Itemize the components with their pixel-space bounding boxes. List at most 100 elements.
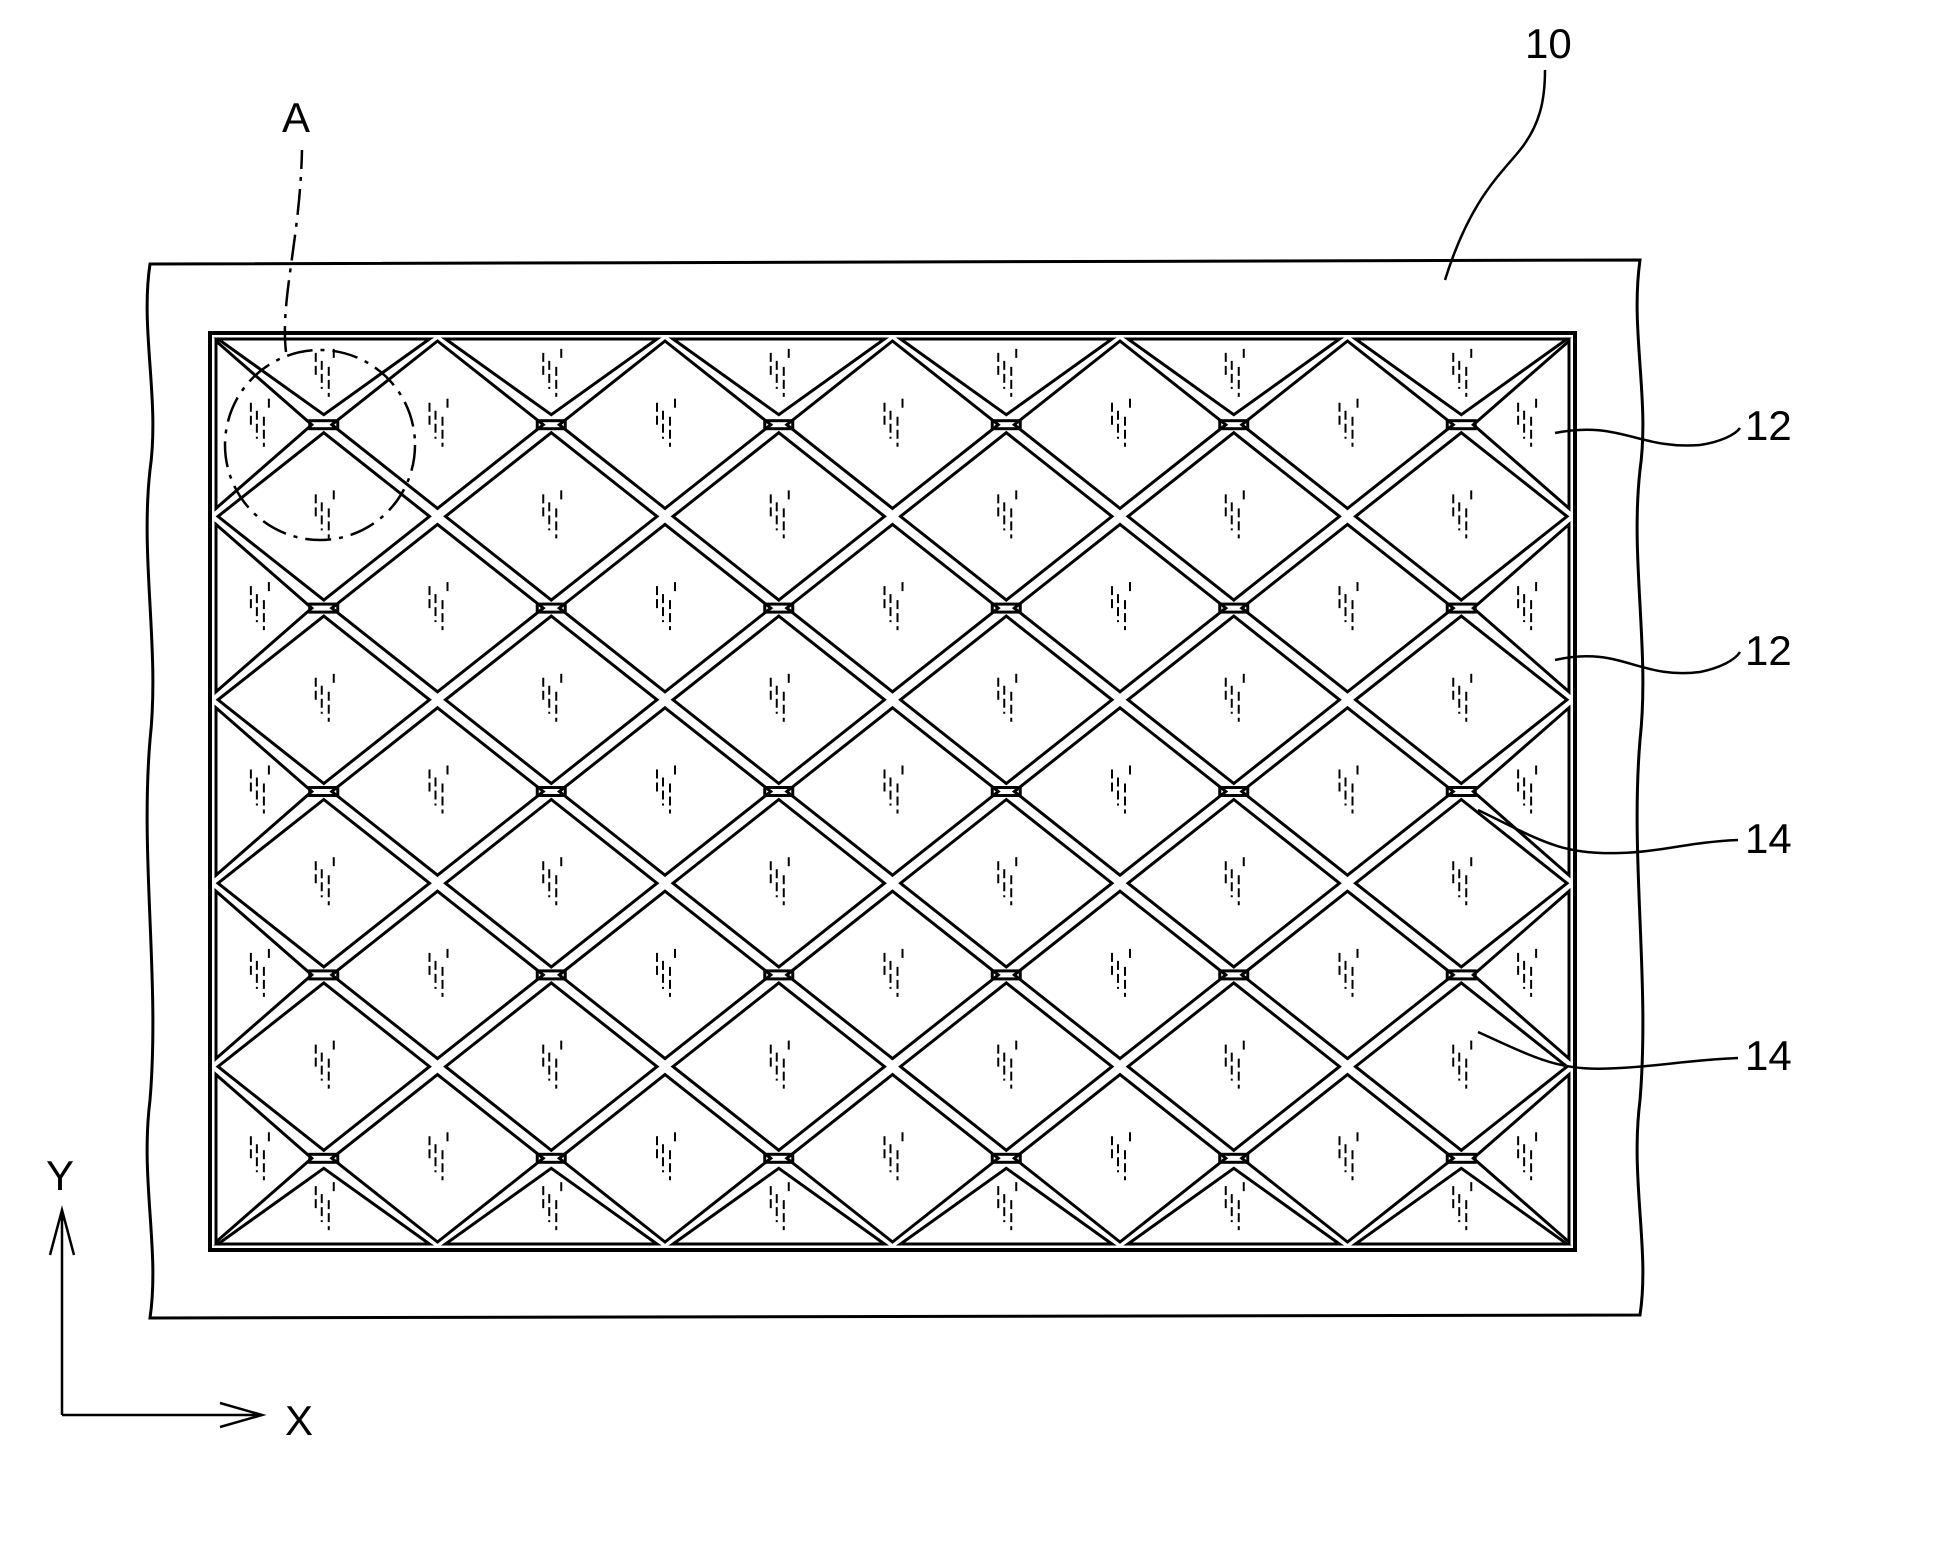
diamond-electrode-offset-hatch (885, 1132, 903, 1180)
diamond-electrode (218, 433, 430, 600)
edge-triangle-top (901, 339, 1113, 415)
diamond-electrode (1128, 983, 1340, 1150)
diamond-electrode-offset-hatch (430, 949, 448, 997)
diamond-electrode-hatch (771, 674, 789, 722)
diamond-electrode-offset (787, 708, 999, 875)
diamond-electrode-offset-hatch (1340, 399, 1358, 447)
edge-triangle-right-hatch (1518, 1132, 1536, 1180)
diamond-electrode-hatch (1453, 857, 1471, 905)
edge-triangle-bottom-hatch (771, 1182, 789, 1230)
diamond-electrode (1128, 433, 1340, 600)
diamond-electrode-offset (1242, 1075, 1454, 1242)
diamond-electrode-hatch (316, 674, 334, 722)
edge-triangle-bottom-hatch (316, 1182, 334, 1230)
diamond-electrode-hatch (316, 857, 334, 905)
y-axis-arrow (50, 1210, 74, 1415)
detail-circle (225, 350, 415, 540)
diamond-electrode-offset (1014, 708, 1226, 875)
diamond-electrode (673, 983, 885, 1150)
diamond-electrode-hatch (543, 1041, 561, 1089)
edge-triangle-right-hatch (1518, 949, 1536, 997)
diamond-electrode-offset-hatch (430, 582, 448, 630)
edge-triangle-top-hatch (998, 349, 1016, 397)
diamond-electrode-offset (332, 708, 544, 875)
electrode-14-leader-lower (1478, 1032, 1738, 1069)
diamond-electrode (1356, 616, 1568, 783)
diamond-electrode-hatch (771, 490, 789, 538)
diamond-electrode-hatch (998, 674, 1016, 722)
edge-triangle-right-hatch (1518, 582, 1536, 630)
electrode-12-label-upper: 12 (1745, 402, 1792, 449)
diamond-electrode-offset (1014, 891, 1226, 1058)
diamond-electrode-offset-hatch (430, 766, 448, 814)
diamond-electrode-offset (559, 1075, 771, 1242)
diamond-electrode-hatch (998, 857, 1016, 905)
diamond-electrode (1356, 800, 1568, 967)
diamond-electrode (901, 800, 1113, 967)
diamond-electrode-offset-hatch (430, 399, 448, 447)
diamond-electrode-offset-hatch (657, 949, 675, 997)
diamond-electrode-offset (559, 524, 771, 691)
diamond-electrode-offset (787, 891, 999, 1058)
diamond-electrode-hatch (1453, 490, 1471, 538)
edge-triangle-bottom-hatch (1226, 1182, 1244, 1230)
edge-triangle-top (673, 339, 885, 415)
diamond-electrode-offset-hatch (885, 399, 903, 447)
diamond-electrode-offset (1014, 341, 1226, 508)
diamond-electrode (673, 433, 885, 600)
diamond-electrode-offset-hatch (657, 582, 675, 630)
edge-triangle-left-hatch (251, 949, 269, 997)
diamond-electrode (673, 800, 885, 967)
diamond-electrode (218, 983, 430, 1150)
edge-triangle-left-hatch (251, 399, 269, 447)
diamond-electrode-offset-hatch (1340, 949, 1358, 997)
diamond-electrode-offset-hatch (1340, 582, 1358, 630)
diamond-electrode-hatch (771, 1041, 789, 1089)
diamond-electrode-offset-hatch (885, 582, 903, 630)
diamond-electrode-offset-hatch (1112, 949, 1130, 997)
edge-triangle-top-hatch (316, 349, 334, 397)
edge-triangle-bottom-hatch (543, 1182, 561, 1230)
diamond-electrode (901, 433, 1113, 600)
edge-triangle-right (1473, 1075, 1569, 1242)
diamond-electrode-hatch (1226, 1041, 1244, 1089)
diamond-electrode (1128, 800, 1340, 967)
diamond-electrode-hatch (543, 674, 561, 722)
edge-triangle-right (1473, 708, 1569, 875)
edge-triangle-right-hatch (1518, 399, 1536, 447)
diamond-electrode-offset (332, 1075, 544, 1242)
edge-triangle-left-hatch (251, 766, 269, 814)
diamond-electrode-offset-hatch (657, 766, 675, 814)
diamond-electrode-offset (787, 341, 999, 508)
diamond-electrode-offset-hatch (1112, 582, 1130, 630)
diamond-electrode-offset (787, 1075, 999, 1242)
diamond-electrode-offset (559, 341, 771, 508)
diamond-electrode-offset (1014, 524, 1226, 691)
edge-triangle-bottom (901, 1168, 1113, 1244)
diamond-electrode-hatch (316, 490, 334, 538)
diamond-electrode-offset-hatch (430, 1132, 448, 1180)
diamond-electrode (446, 433, 658, 600)
diamond-electrode-offset (1242, 708, 1454, 875)
diamond-electrode (218, 616, 430, 783)
diamond-electrode-offset (1242, 524, 1454, 691)
diamond-electrode-hatch (543, 490, 561, 538)
edge-triangle-top-hatch (1453, 349, 1471, 397)
diamond-electrode-hatch (998, 1041, 1016, 1089)
diamond-electrode (1356, 983, 1568, 1150)
detail-leader (285, 150, 302, 352)
diamond-electrode-offset (787, 524, 999, 691)
diamond-electrode (901, 983, 1113, 1150)
edge-triangle-bottom (218, 1168, 430, 1244)
electrode-12-leader-upper (1555, 428, 1740, 446)
diamond-electrode-offset-hatch (885, 949, 903, 997)
diamond-electrode-hatch (316, 1041, 334, 1089)
panel-leader (1445, 70, 1545, 280)
diamond-electrode-hatch (1226, 674, 1244, 722)
electrode-pattern (216, 339, 1569, 1244)
electrode-region (210, 333, 1575, 1250)
edge-triangle-bottom (673, 1168, 885, 1244)
diamond-electrode-hatch (543, 857, 561, 905)
edge-triangle-right (1473, 524, 1569, 691)
